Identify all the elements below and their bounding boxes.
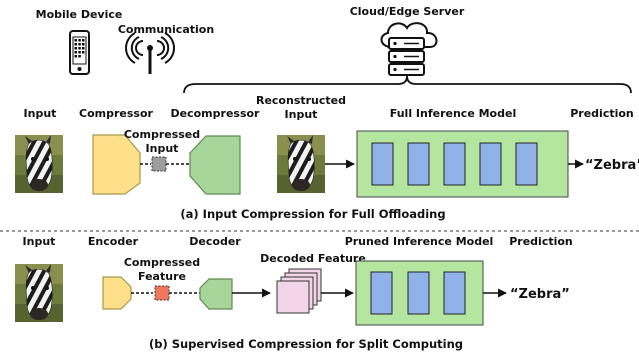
reconstructed-input-label: Input [285,108,318,121]
pruned-layer-2 [407,271,430,315]
decoder-label: Decoder [189,235,241,248]
full-inference-model-label: Full Inference Model [390,107,516,120]
compressor-block [92,134,141,195]
decoded-feature-stack [276,268,322,314]
decoder-block [199,278,233,310]
zebra-reconstructed-image [276,134,326,194]
server-brace [183,75,632,94]
prediction-output-bottom: “Zebra” [510,287,570,302]
input-label-top: Input [24,107,57,120]
encoder-block [102,276,132,310]
decompressor-label: Decompressor [171,107,261,120]
layer-2 [407,142,430,186]
encoder-label: Encoder [88,235,139,248]
caption-bottom: (b) Supervised Compression for Split Com… [149,337,463,351]
full-inference-model-block [356,130,569,198]
compressed-input-label: Compressed [124,128,200,141]
compressed-input-label-2: Input [146,142,179,155]
prediction-label-top: Prediction [570,107,634,120]
cloud-server-icon [380,22,438,76]
pruned-layer-3 [443,271,466,315]
mobile-device-icon [69,30,90,75]
compressed-feature-label: Compressed [124,256,200,269]
cloud-edge-server-label: Cloud/Edge Server [350,5,465,18]
antenna-mast-icon [148,48,152,74]
layer-5 [515,142,538,186]
input-label-bottom: Input [23,235,56,248]
zebra-input-image-top [14,134,64,194]
layer-3 [443,142,466,186]
prediction-label-bottom: Prediction [509,235,573,248]
compressed-feature-box [154,285,170,301]
layer-4 [479,142,502,186]
pruned-inference-model-block [355,260,484,326]
mobile-device-label: Mobile Device [36,8,123,21]
compressor-label: Compressor [79,107,154,120]
zebra-input-image-bottom [14,263,64,323]
compressed-feature-label-2: Feature [138,270,186,283]
antenna-icon [125,32,175,64]
decoded-feature-label: Decoded Feature [260,252,366,265]
communication-label: Communication [118,23,214,36]
prediction-output-top: “Zebra” [585,158,639,173]
pruned-layer-1 [370,271,393,315]
decompressor-block [189,135,241,195]
caption-top: (a) Input Compression for Full Offloadin… [180,207,445,221]
reconstructed-label: Reconstructed [256,94,346,107]
layer-1 [371,142,394,186]
compressed-input-box [151,156,167,172]
pruned-inference-model-label: Pruned Inference Model [345,235,494,248]
